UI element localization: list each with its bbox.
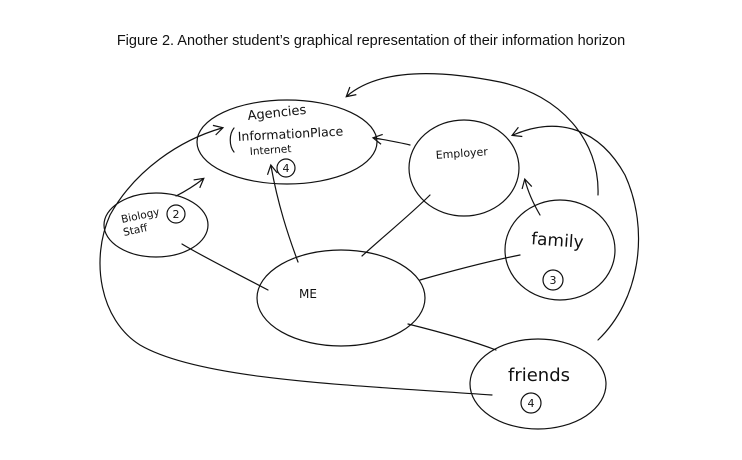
family-node bbox=[504, 199, 616, 301]
me-biology-connection bbox=[181, 243, 269, 291]
family-employer-connection bbox=[521, 177, 541, 216]
agencies-label: Agencies bbox=[247, 103, 307, 124]
employer-node bbox=[408, 119, 520, 217]
staff-label: Staff bbox=[122, 222, 149, 239]
agencies-node bbox=[196, 99, 378, 185]
family-rank: 3 bbox=[550, 274, 557, 287]
figure-caption: Figure 2. Another student’s graphical re… bbox=[116, 33, 626, 49]
biology-rank-circle bbox=[166, 204, 186, 224]
internet-label: Internet bbox=[249, 143, 291, 158]
friends-rank: 4 bbox=[528, 397, 535, 410]
me-label: ME bbox=[299, 287, 317, 301]
friends-employer-connection bbox=[510, 125, 640, 341]
employer-agencies-connection bbox=[371, 133, 411, 146]
outer-loop-connection bbox=[99, 124, 493, 396]
biology-rank: 2 bbox=[173, 208, 180, 221]
friends-label: friends bbox=[508, 365, 570, 386]
bracket-mark bbox=[229, 127, 235, 153]
biology-agencies-connection bbox=[175, 177, 205, 197]
friends-rank-circle bbox=[520, 392, 542, 414]
agencies-rank: 4 bbox=[283, 162, 290, 175]
family-rank-circle bbox=[542, 269, 564, 291]
me-family-connection bbox=[419, 254, 521, 281]
biology-staff-node bbox=[103, 192, 209, 258]
information-place-label: InformationPlace bbox=[237, 123, 344, 144]
me-agencies-connection bbox=[266, 163, 299, 263]
employer-label: Employer bbox=[435, 145, 488, 162]
family-label: family bbox=[530, 229, 584, 253]
agencies-rank-circle bbox=[276, 158, 296, 178]
family-agencies-connection bbox=[345, 73, 599, 196]
friends-node bbox=[469, 338, 607, 430]
me-node bbox=[256, 249, 426, 347]
me-friends-connection bbox=[407, 323, 497, 351]
me-employer-connection bbox=[361, 194, 431, 257]
